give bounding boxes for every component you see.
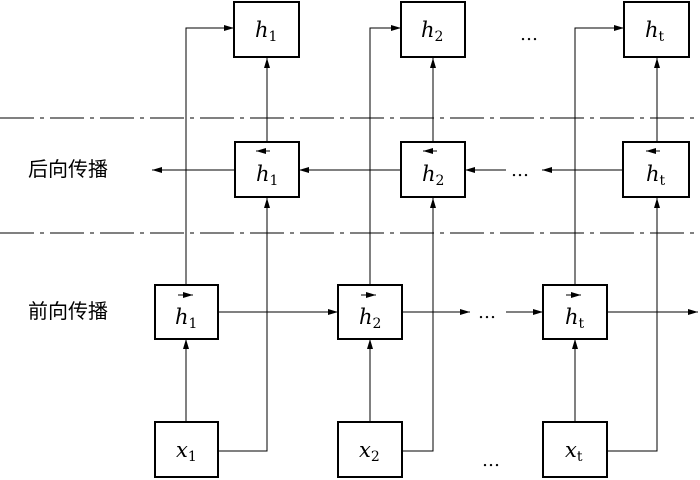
forward-ellipsis: … xyxy=(478,302,496,323)
row-label-backward: 后向传播 xyxy=(28,157,108,181)
node-symbol: x xyxy=(176,438,188,462)
input-node-t: xt xyxy=(542,421,608,478)
output-ellipsis: … xyxy=(520,24,538,45)
input-ellipsis: … xyxy=(482,450,500,471)
backward-node-2: h2 xyxy=(400,141,466,198)
input-node-2: x2 xyxy=(337,421,403,478)
node-subscript: 1 xyxy=(269,29,278,45)
svg-text:h2: h2 xyxy=(359,305,381,332)
forward-node-1: h1 xyxy=(154,284,219,340)
node-subscript: t xyxy=(659,29,665,45)
output-node-1: h1 xyxy=(233,1,300,58)
node-subscript: 1 xyxy=(270,173,279,189)
node-symbol: h xyxy=(359,305,373,329)
arrow-forward-ht-to-output-ht xyxy=(574,25,624,285)
node-subscript: 2 xyxy=(435,29,444,45)
svg-text:x1: x1 xyxy=(176,438,197,465)
node-subscript: t xyxy=(660,173,666,189)
svg-text:h1: h1 xyxy=(175,305,197,332)
node-symbol: h xyxy=(646,162,660,186)
node-subscript: 1 xyxy=(188,449,197,465)
output-node-2: h2 xyxy=(400,1,466,58)
row-label-forward: 前向传播 xyxy=(28,299,108,323)
svg-text:h1: h1 xyxy=(256,162,278,189)
forward-node-t: ht xyxy=(542,284,608,340)
node-subscript: t xyxy=(579,316,585,332)
node-symbol: h xyxy=(175,305,189,329)
node-symbol: x xyxy=(565,438,577,462)
svg-text:ht: ht xyxy=(646,162,666,189)
svg-text:ht: ht xyxy=(645,18,665,45)
arrow-forward-h1-to-output-h1 xyxy=(185,25,234,285)
arrow-xt-to-backward-ht xyxy=(607,198,660,452)
output-node-t: ht xyxy=(623,1,690,58)
node-symbol: x xyxy=(359,438,371,462)
node-symbol: h xyxy=(255,18,269,42)
node-symbol: h xyxy=(422,162,436,186)
forward-node-2: h2 xyxy=(337,284,403,340)
arrow-x2-to-backward-h2 xyxy=(402,198,436,452)
svg-text:xt: xt xyxy=(565,438,583,465)
node-subscript: 1 xyxy=(189,316,198,332)
input-node-1: x1 xyxy=(154,421,219,478)
arrow-x1-to-backward-h1 xyxy=(218,198,270,452)
node-subscript: 2 xyxy=(373,316,382,332)
node-subscript: 2 xyxy=(371,449,380,465)
node-symbol: h xyxy=(421,18,435,42)
node-subscript: t xyxy=(577,449,583,465)
svg-text:ht: ht xyxy=(565,305,585,332)
backward-ellipsis: … xyxy=(511,160,529,181)
backward-node-t: ht xyxy=(622,141,690,198)
svg-text:h1: h1 xyxy=(255,18,277,45)
node-subscript: 2 xyxy=(436,173,445,189)
svg-text:x2: x2 xyxy=(359,438,380,465)
backward-node-1: h1 xyxy=(234,141,300,198)
svg-text:h2: h2 xyxy=(422,162,444,189)
arrow-forward-h2-to-output-h2 xyxy=(369,25,401,285)
svg-text:h2: h2 xyxy=(421,18,443,45)
node-symbol: h xyxy=(645,18,659,42)
node-symbol: h xyxy=(565,305,579,329)
node-symbol: h xyxy=(256,162,270,186)
